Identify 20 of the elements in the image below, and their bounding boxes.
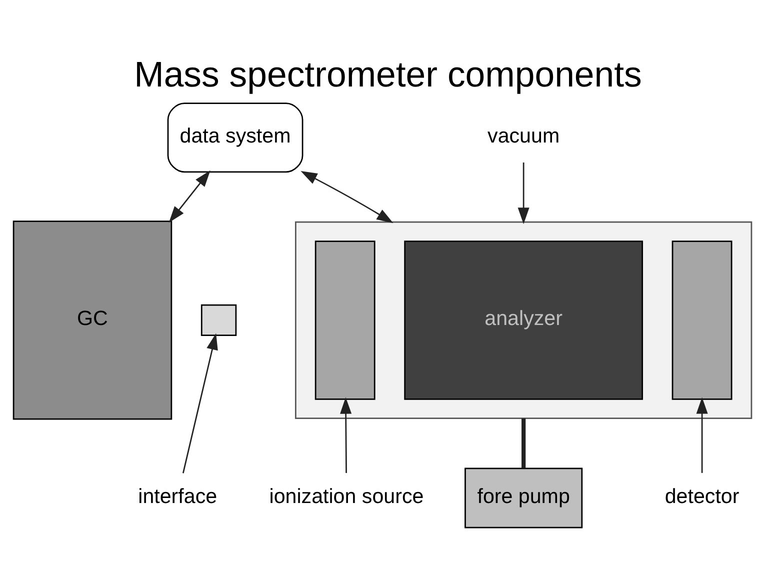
arrow	[182, 332, 218, 473]
node-text: vacuum	[488, 124, 560, 147]
arrow	[518, 162, 530, 224]
arrow	[340, 396, 352, 472]
node-text: interface	[138, 484, 218, 508]
node-text: detector	[664, 484, 740, 508]
node-box: GC	[12, 220, 172, 420]
node-box	[200, 304, 237, 336]
node-box	[314, 240, 376, 400]
arrow	[300, 170, 394, 223]
arrow	[168, 170, 210, 222]
node-box: fore pump	[464, 467, 583, 528]
diagram-title: Mass spectrometer components	[134, 54, 642, 94]
cluster	[294, 220, 752, 419]
node-box	[672, 240, 732, 400]
node-box: data system	[167, 102, 304, 172]
connector	[522, 418, 526, 468]
node-box: analyzer	[404, 240, 644, 400]
arrow	[696, 396, 708, 472]
node-text: ionization source	[269, 484, 424, 508]
